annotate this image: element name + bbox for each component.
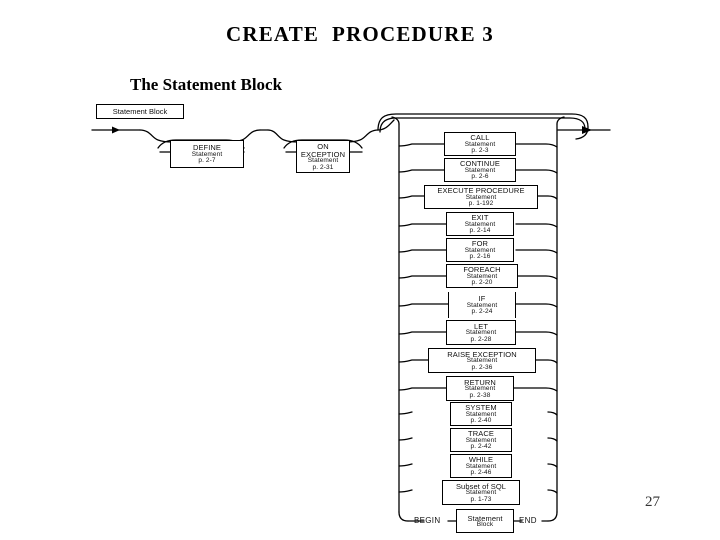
- box-subtitle: Statement: [465, 436, 497, 444]
- box-keyword: CONTINUE: [460, 159, 500, 169]
- box-subtitle: Statement: [466, 301, 498, 309]
- box-subtitle: Statement: [464, 385, 496, 393]
- box-page-ref: p. 2-6: [471, 173, 489, 181]
- box-keyword: RETURN: [464, 377, 496, 387]
- box-keyword: CALL: [470, 133, 490, 143]
- box-page-ref: p. 2-16: [469, 253, 491, 261]
- box-keyword: RAISE EXCEPTION: [447, 349, 517, 359]
- section-heading: The Statement Block: [130, 75, 283, 94]
- box-subtitle: Statement: [466, 272, 498, 280]
- box-subtitle: Statement: [464, 140, 496, 148]
- box-raise-exception-statement[interactable]: RAISE EXCEPTION Statement p. 2-36: [428, 348, 536, 373]
- box-keyword: EXIT: [471, 213, 489, 223]
- box-page-ref: p. 1-73: [470, 495, 492, 503]
- box-keyword: WHILE: [468, 455, 494, 465]
- box-exit-statement[interactable]: EXIT Statement p. 2-14: [446, 212, 514, 236]
- box-on-exception-statement[interactable]: ON EXCEPTION Statement p. 2-31: [296, 140, 350, 173]
- slide-page-number: 27: [645, 494, 660, 510]
- box-foreach-statement[interactable]: FOREACH Statement p. 2-20: [446, 264, 518, 288]
- box-keyword: Subset of SQL: [455, 481, 507, 491]
- box-subtitle: Statement: [464, 166, 496, 174]
- box-page-ref: p. 1-192: [468, 200, 494, 208]
- box-subtitle: Statement: [465, 329, 497, 337]
- box-page-ref: p. 2-3: [471, 147, 489, 155]
- box-let-statement[interactable]: LET Statement p. 2-28: [446, 320, 516, 345]
- box-page-ref: p. 2-24: [471, 308, 493, 316]
- page-title: CREATE PROCEDURE 3: [225, 22, 494, 46]
- box-page-ref: p. 2-28: [470, 335, 492, 343]
- box-page-ref: p. 2-36: [471, 363, 493, 371]
- box-page-ref: p. 2-7: [198, 157, 216, 165]
- box-page-ref: p. 2-20: [471, 279, 493, 287]
- box-keyword: FOREACH: [463, 265, 501, 275]
- box-subtitle: Statement: [465, 489, 497, 497]
- box-subtitle: Statement: [465, 193, 497, 201]
- box-subtitle: Statement: [307, 157, 339, 164]
- box-keyword: ON EXCEPTION: [300, 142, 346, 159]
- box-continue-statement[interactable]: CONTINUE Statement p. 2-6: [444, 158, 516, 182]
- box-trace-statement[interactable]: TRACE Statement p. 2-42: [450, 428, 512, 452]
- box-return-statement[interactable]: RETURN Statement p. 2-38: [446, 376, 514, 401]
- box-keyword: Statement: [467, 513, 503, 523]
- box-define-statement[interactable]: DEFINE Statement p. 2-7: [170, 140, 244, 168]
- box-page-ref: p. 2-38: [469, 391, 491, 399]
- keyword-end: END: [519, 516, 537, 525]
- box-statement-block[interactable]: Statement Block: [456, 509, 514, 533]
- box-subtitle: Statement: [466, 357, 498, 365]
- box-keyword: FOR: [471, 239, 489, 249]
- box-if-statement[interactable]: IF Statement p. 2-24: [448, 292, 516, 318]
- box-subset-of-sql-statement[interactable]: Subset of SQL Statement p. 1-73: [442, 480, 520, 505]
- box-keyword: DEFINE: [192, 143, 222, 153]
- box-page-ref: p. 2-40: [470, 417, 492, 425]
- box-while-statement[interactable]: WHILE Statement p. 2-46: [450, 454, 512, 478]
- box-keyword: TRACE: [468, 429, 494, 439]
- box-subtitle: Statement: [465, 410, 497, 418]
- box-page-ref: p. 2-14: [469, 227, 491, 235]
- box-keyword: EXECUTE PROCEDURE: [437, 186, 525, 196]
- box-keyword: SYSTEM: [465, 403, 497, 413]
- box-page-ref: p. 2-42: [470, 443, 492, 451]
- box-keyword: IF: [478, 294, 486, 304]
- entry-tag-statement-block: Statement Block: [96, 104, 184, 119]
- box-keyword: LET: [473, 321, 489, 331]
- box-execute-procedure-statement[interactable]: EXECUTE PROCEDURE Statement p. 1-192: [424, 185, 538, 209]
- box-subtitle: Statement: [464, 246, 496, 254]
- box-system-statement[interactable]: SYSTEM Statement p. 2-40: [450, 402, 512, 426]
- box-for-statement[interactable]: FOR Statement p. 2-16: [446, 238, 514, 262]
- box-subtitle: Statement: [191, 150, 223, 158]
- box-subtitle: Statement: [465, 462, 497, 470]
- box-subtitle: Block: [476, 521, 494, 528]
- box-page-ref: p. 2-46: [470, 469, 492, 477]
- box-subtitle: Statement: [464, 220, 496, 228]
- box-page-ref: p. 2-31: [312, 163, 334, 171]
- keyword-begin: BEGIN: [414, 516, 441, 525]
- box-call-statement[interactable]: CALL Statement p. 2-3: [444, 132, 516, 156]
